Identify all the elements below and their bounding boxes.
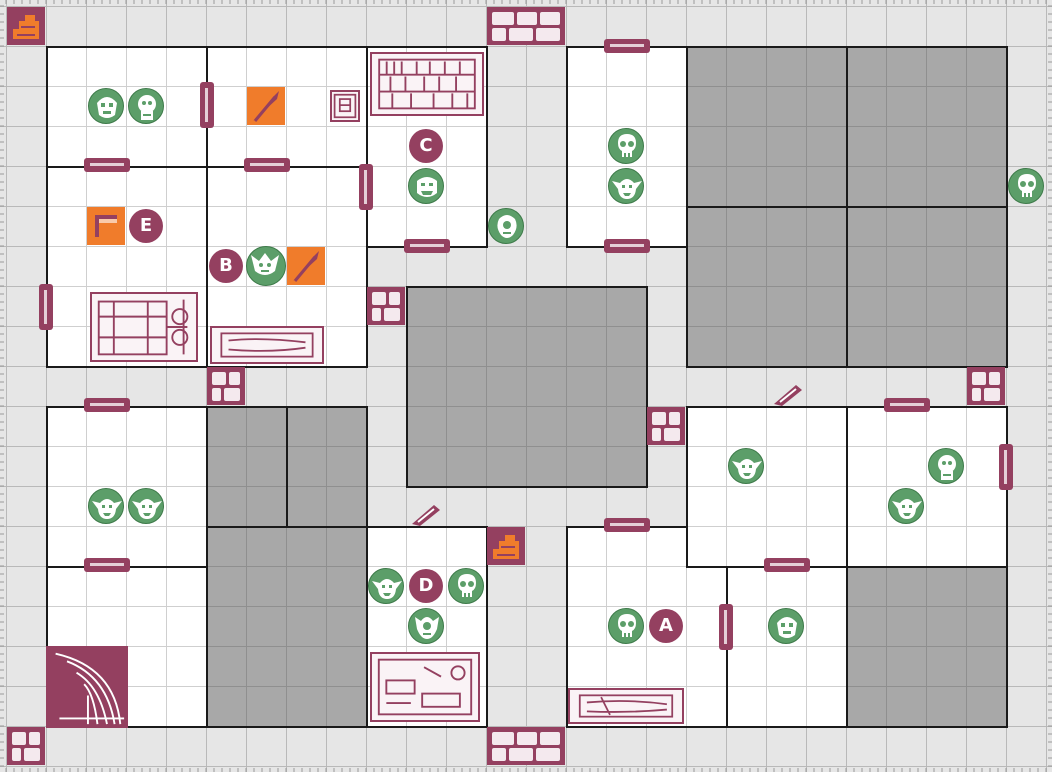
orc-icon[interactable]	[408, 168, 444, 204]
chaos-warrior-icon[interactable]	[88, 88, 124, 124]
door[interactable]	[719, 604, 733, 650]
bookcase-icon[interactable]	[370, 52, 484, 116]
treasure-chest-icon[interactable]	[330, 90, 360, 122]
blocked-area-bottom-right	[846, 566, 1008, 728]
fireplace-icon[interactable]	[46, 646, 128, 728]
spear-trap[interactable]	[287, 247, 325, 285]
blocked-area-left-c	[206, 526, 368, 728]
blocked-area-center	[406, 286, 648, 488]
chaos-warrior-icon[interactable]	[768, 608, 804, 644]
blocked-area-left-a	[206, 406, 288, 528]
goblin-icon[interactable]	[128, 488, 164, 524]
room-top-left-a[interactable]	[46, 46, 208, 168]
tomb-icon[interactable]	[568, 688, 684, 724]
door[interactable]	[39, 284, 53, 330]
goblin-icon[interactable]	[88, 488, 124, 524]
table-icon[interactable]	[210, 326, 324, 364]
room-label-c: C	[409, 129, 443, 163]
gargoyle-icon[interactable]	[246, 246, 286, 286]
pit-icon	[95, 215, 117, 237]
door[interactable]	[604, 39, 650, 53]
open-door-marker[interactable]	[408, 502, 444, 528]
room-mid-right-b[interactable]	[846, 406, 1008, 568]
zombie-icon[interactable]	[928, 448, 964, 484]
goblin-icon[interactable]	[728, 448, 764, 484]
skeleton-icon[interactable]	[608, 608, 644, 644]
room-bottom-right-small[interactable]	[726, 566, 848, 728]
rubble-block	[487, 727, 565, 765]
room-label-d: D	[409, 569, 443, 603]
door[interactable]	[200, 82, 214, 128]
door[interactable]	[84, 398, 130, 412]
door[interactable]	[884, 398, 930, 412]
room-label-b: B	[209, 249, 243, 283]
skeleton-icon[interactable]	[448, 568, 484, 604]
goblin-icon[interactable]	[888, 488, 924, 524]
door[interactable]	[604, 239, 650, 253]
door[interactable]	[84, 158, 130, 172]
blocked-area-top-right-b	[846, 46, 1008, 208]
rubble-block	[207, 367, 245, 405]
door[interactable]	[84, 558, 130, 572]
spear-icon	[253, 91, 279, 122]
skeleton-icon[interactable]	[608, 128, 644, 164]
fimir-icon[interactable]	[488, 208, 524, 244]
blocked-area-left-b	[286, 406, 368, 528]
open-door-marker[interactable]	[770, 382, 806, 408]
stairway-tile[interactable]	[487, 527, 525, 565]
rubble-block	[647, 407, 685, 445]
rubble-block	[367, 287, 405, 325]
door[interactable]	[999, 444, 1013, 490]
torture-rack-icon[interactable]	[90, 292, 198, 362]
room-mid-left[interactable]	[46, 406, 208, 568]
spear-icon	[293, 251, 319, 282]
rubble-block	[7, 727, 45, 765]
room-label-e: E	[129, 209, 163, 243]
door[interactable]	[604, 518, 650, 532]
spear-trap[interactable]	[247, 87, 285, 125]
blocked-area-top-right-a	[686, 46, 848, 208]
room-label-a: A	[649, 609, 683, 643]
fimir-icon[interactable]	[408, 608, 444, 644]
goblin-icon[interactable]	[368, 568, 404, 604]
blocked-area-right-d	[846, 206, 1008, 368]
blocked-area-right-c	[686, 206, 848, 368]
door[interactable]	[764, 558, 810, 572]
room-mid-right-a[interactable]	[686, 406, 848, 568]
zombie-icon[interactable]	[128, 88, 164, 124]
skeleton-icon[interactable]	[1008, 168, 1044, 204]
rubble-block	[487, 7, 565, 45]
door[interactable]	[359, 164, 373, 210]
goblin-icon[interactable]	[608, 168, 644, 204]
rubble-block	[967, 367, 1005, 405]
door[interactable]	[404, 239, 450, 253]
stairway-tile[interactable]	[7, 7, 45, 45]
pit-trap[interactable]	[87, 207, 125, 245]
weapon-rack-icon[interactable]	[196, 80, 214, 128]
door[interactable]	[244, 158, 290, 172]
alchemist-bench-icon[interactable]	[370, 652, 480, 722]
